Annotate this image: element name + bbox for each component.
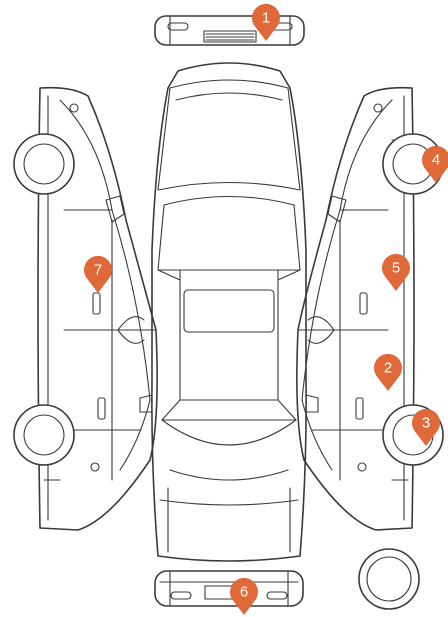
car-right-side[interactable]	[297, 88, 443, 530]
marker-pin-shape	[84, 256, 112, 293]
marker-pin-7[interactable]: 7	[84, 256, 112, 293]
car-left-side[interactable]	[14, 88, 157, 530]
rear-bumper-outline[interactable]	[155, 16, 304, 45]
marker-pin-5[interactable]: 5	[382, 254, 410, 291]
spare-wheel[interactable]	[359, 549, 419, 609]
front-bumper-outline[interactable]	[155, 571, 303, 606]
marker-pin-shape	[382, 254, 410, 291]
marker-pin-6[interactable]: 6	[230, 578, 258, 615]
marker-pin-shape	[230, 578, 258, 615]
car-top-view[interactable]	[140, 63, 318, 561]
marker-pin-shape	[374, 354, 402, 391]
marker-pin-2[interactable]: 2	[374, 354, 402, 391]
